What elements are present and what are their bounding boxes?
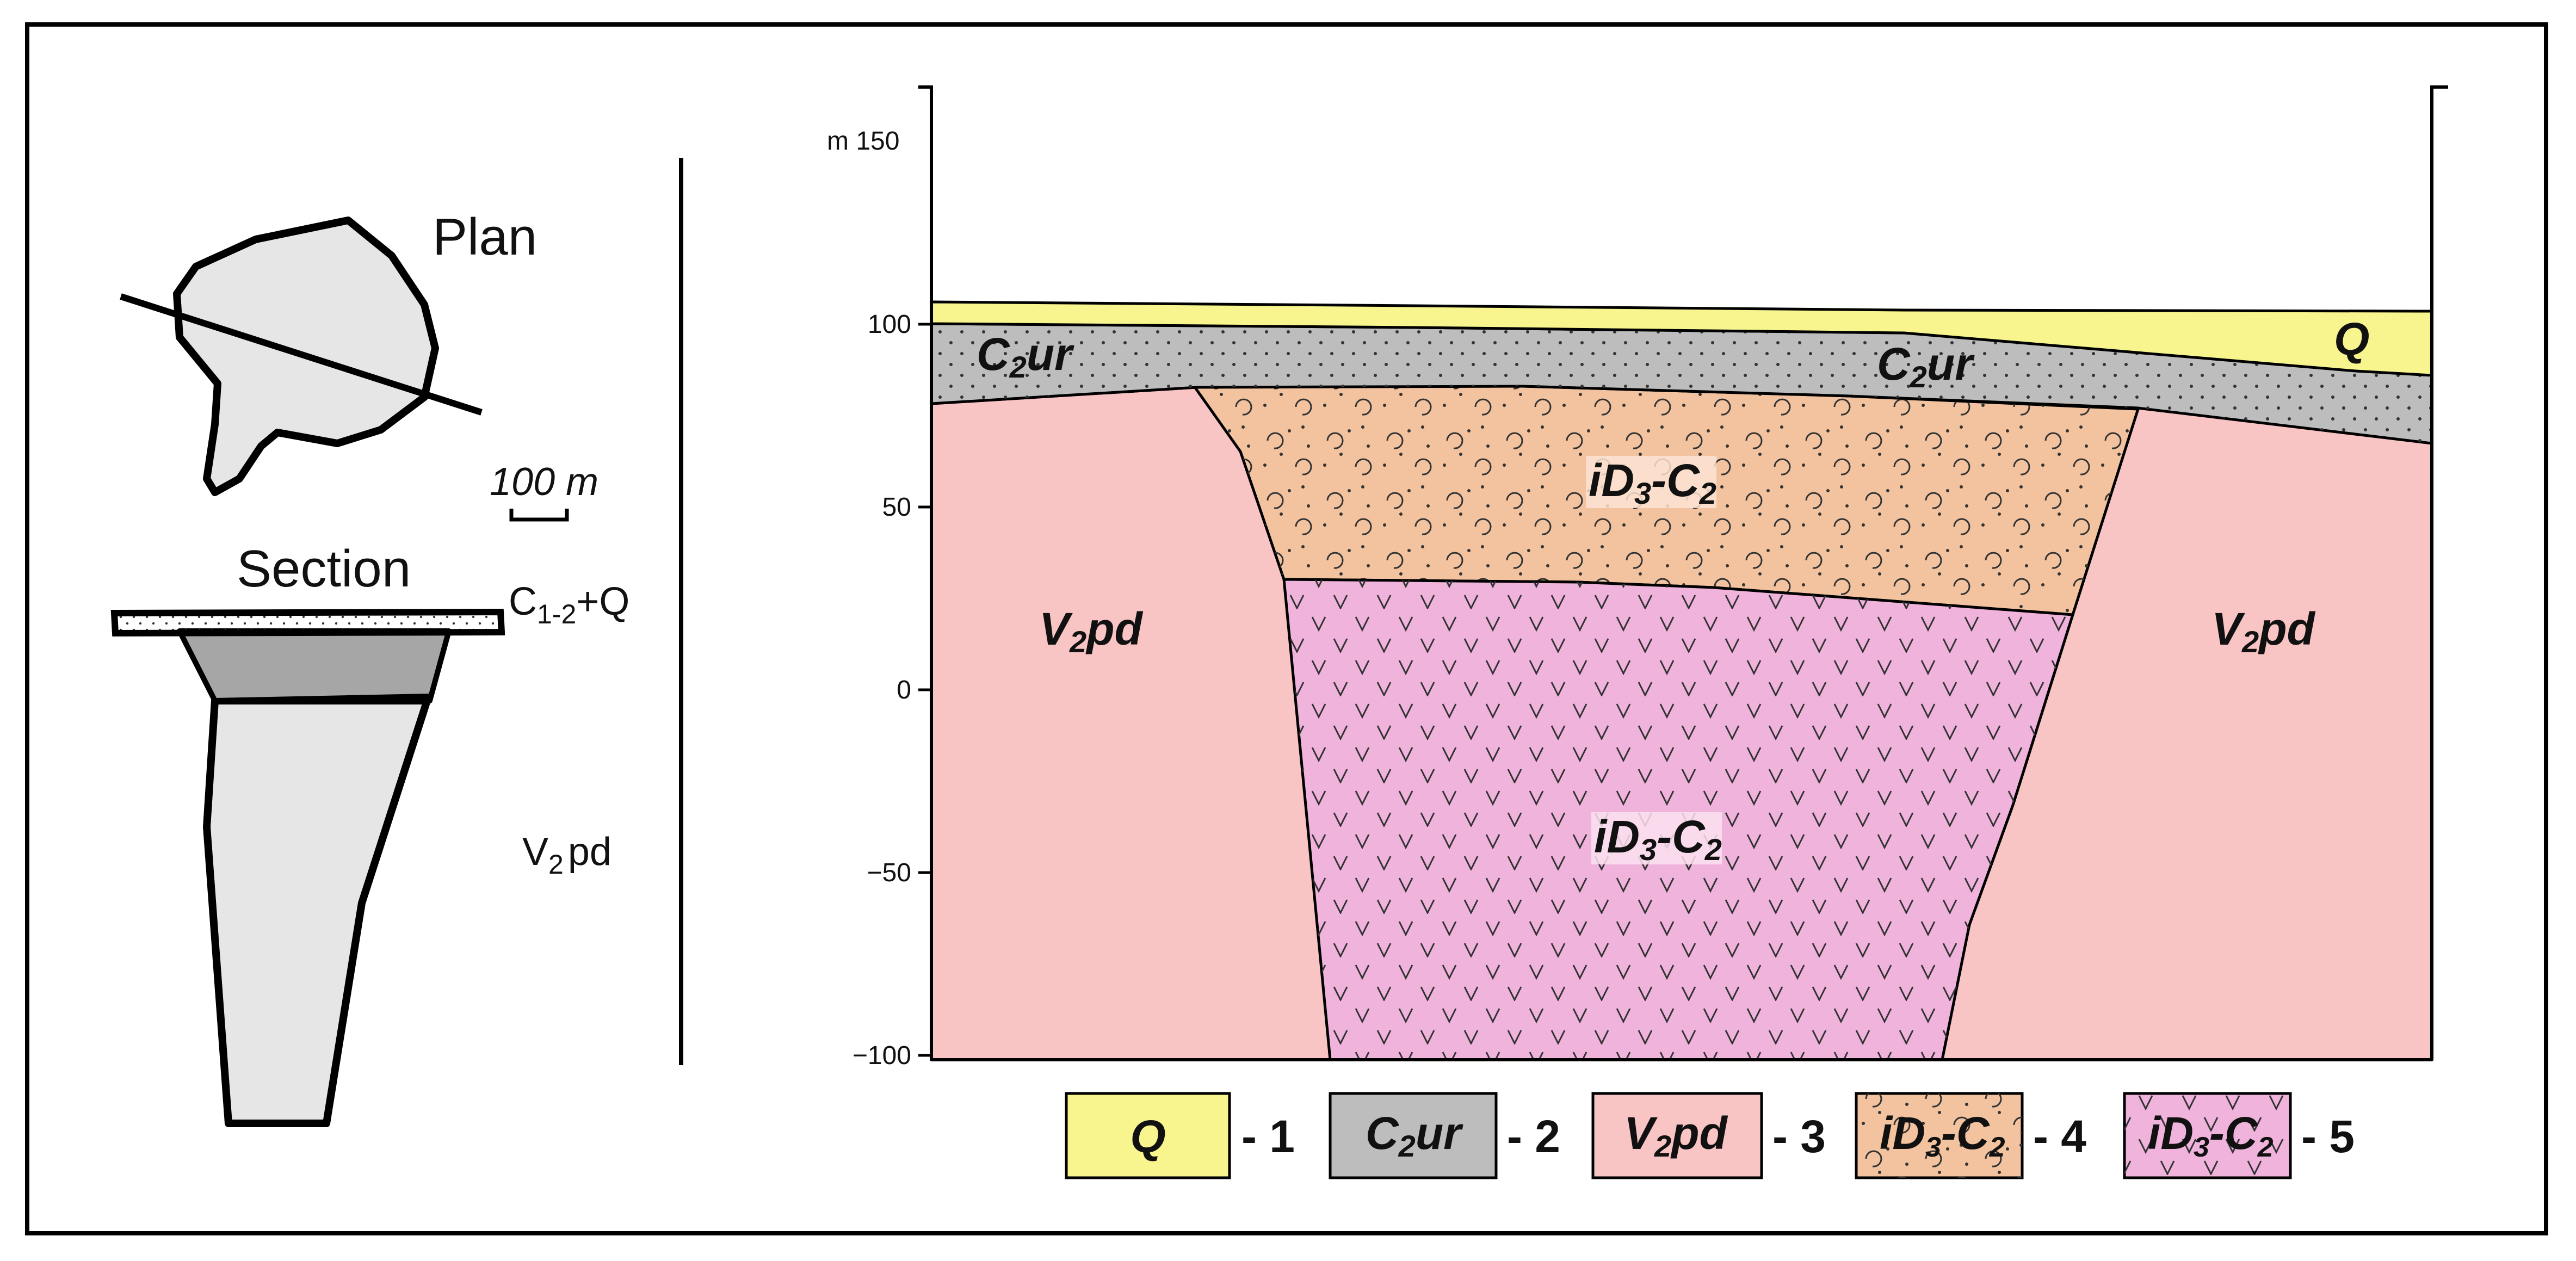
axis-ticks (918, 323, 931, 1057)
c2ur-pattern (931, 324, 2432, 443)
legend-label-c2ur: C2ur (1366, 1108, 1463, 1163)
tick-label-0: 0 (897, 676, 911, 704)
plan-title: Plan (433, 208, 537, 266)
right-axis (2430, 85, 2448, 1060)
q-layer (930, 300, 2433, 377)
tick-label-50: 50 (882, 493, 911, 522)
legend-swatch-c2ur (1329, 1092, 1498, 1179)
legend-index-5: - 5 (2301, 1111, 2355, 1162)
section-cover-slab (110, 608, 505, 637)
legend-index-3: - 3 (1772, 1111, 1826, 1162)
section-title: Section (237, 540, 411, 598)
label-c2ur-center: C2ur (1877, 338, 1975, 394)
legend-index-1: - 1 (1241, 1111, 1295, 1162)
plan-view: Plan 100 m (120, 208, 598, 522)
legend-label-q: Q (1130, 1111, 1165, 1162)
tick-label-100: 100 (868, 310, 911, 339)
legend-label-v2pd: V2pd (1624, 1108, 1728, 1163)
legend-swatch-tuff-pattern (1856, 1093, 2022, 1178)
label-c2ur-left: C2ur (977, 329, 1074, 384)
label-v2pd-right: V2pd (2211, 603, 2315, 659)
legend-index-2: - 2 (1507, 1111, 1560, 1162)
legend-index-4: - 4 (2033, 1111, 2086, 1162)
section-cover-label: C1-2+Q (509, 580, 629, 629)
legend-swatch-intrusive-pattern (2124, 1093, 2290, 1178)
legend-label-id3c2-tuff: iD3-C2 (1880, 1108, 2005, 1163)
legend-label-id3c2-intrusive: iD3-C2 (2148, 1108, 2274, 1163)
legend: Q - 1 C2ur - 2 V2pd - 3 iD3-C2 - 4 iD3-C… (1065, 1092, 2355, 1179)
scale-bar-label: 100 m (490, 460, 598, 504)
label-id3c2-intrusive: iD3-C2 (1594, 811, 1722, 867)
section-upper-fill (177, 628, 452, 703)
cross-section: m 150 100 50 0 −50 −100 C2ur C2ur Q iD3-… (827, 85, 2448, 1070)
label-q: Q (2334, 313, 2369, 364)
legend-swatch-v2pd (1591, 1092, 1763, 1179)
tick-label-minus50: −50 (867, 858, 911, 887)
label-bg-tuff (1586, 456, 1716, 508)
tick-label-minus100: −100 (853, 1041, 911, 1070)
section-contact (214, 694, 430, 703)
section-line (120, 293, 483, 416)
label-v2pd-left: V2pd (1039, 603, 1143, 659)
scale-bar (509, 509, 569, 522)
label-bg-intrusive (1591, 812, 1722, 864)
legend-swatch-q (1065, 1092, 1231, 1179)
axis-unit-label: m 150 (827, 127, 899, 156)
label-id3c2-tuff: iD3-C2 (1589, 455, 1716, 510)
left-axis (918, 85, 933, 1060)
